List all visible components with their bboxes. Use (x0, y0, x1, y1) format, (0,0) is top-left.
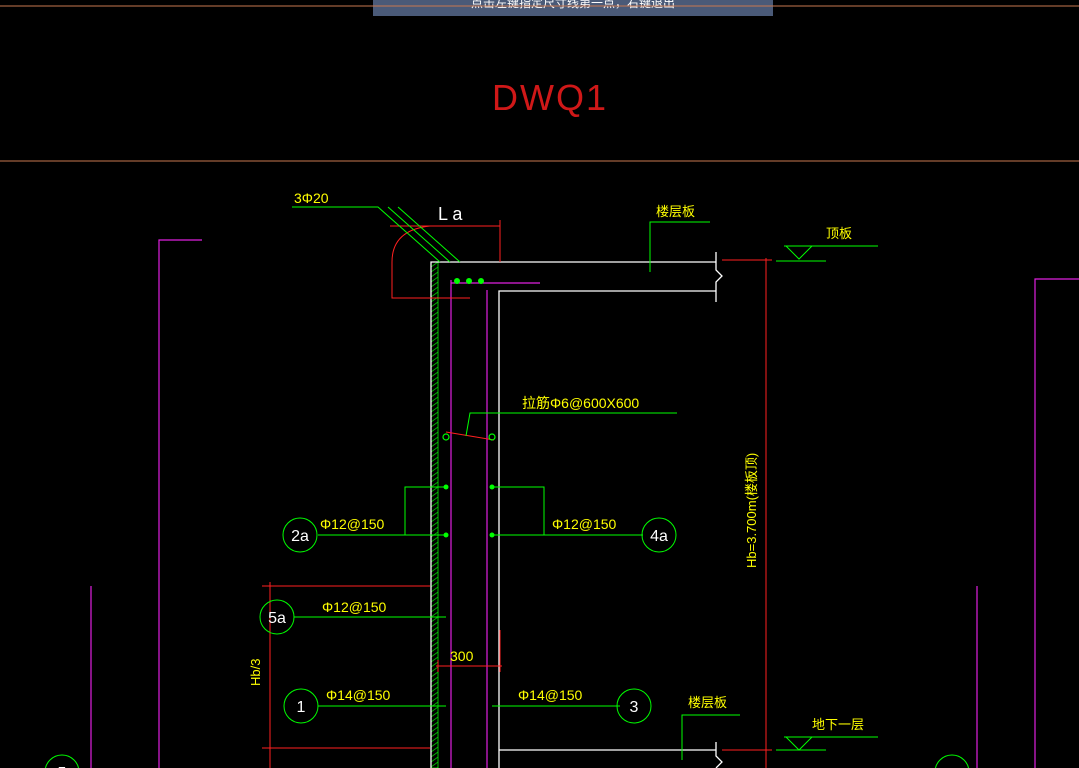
label-bar-5a: Φ12@150 (322, 599, 387, 615)
marker-2a-circle (282, 517, 318, 553)
slab-break-top (715, 252, 723, 302)
marker-5a-text: 5a (268, 610, 286, 627)
label-floor-slab-bottom: 楼层板 (688, 695, 727, 710)
marker-4a-text: 4a (650, 528, 668, 545)
drawing-title: DWQ1 (492, 77, 608, 118)
bar-marker-circles (44, 517, 970, 768)
marker-5a-circle (259, 599, 295, 635)
elevation-basement (784, 736, 814, 751)
wall-dot (443, 484, 449, 490)
wall-dot (489, 484, 495, 490)
marker-5-left-text: 5 (58, 765, 67, 768)
wall-dot (443, 532, 449, 538)
tie-bar-dots (442, 433, 496, 441)
leader-tie-bar (465, 412, 677, 437)
label-tie-bar: 拉筋Φ6@600X600 (522, 395, 639, 411)
leader-floor-slab-bottom (681, 714, 740, 760)
leader-top-bar-b (387, 206, 451, 263)
marker-right-circle (934, 754, 970, 768)
left-column-outline (158, 239, 202, 768)
bar-marker-texts: 2a 4a 5a 1 3 5 (58, 528, 668, 768)
label-anchor-length: L a (438, 204, 463, 224)
marker-4a-circle (641, 517, 677, 553)
label-bar-1: Φ14@150 (326, 687, 391, 703)
leader-top-bar (292, 206, 441, 263)
rebar-lines (430, 252, 723, 768)
label-dim-300: 300 (450, 648, 474, 664)
label-basement: 地下一层 (812, 717, 864, 732)
leader-lines (292, 206, 878, 760)
magenta-outlines (90, 239, 1079, 768)
tie-dot-right (488, 433, 496, 441)
marker-1-circle (283, 688, 319, 724)
dimension-lines (262, 220, 772, 768)
marker-5-left-circle (44, 754, 80, 768)
top-bar-dot-2 (466, 278, 472, 284)
rebar-dots (443, 278, 495, 538)
slab-break-bottom (715, 742, 723, 768)
right-column-outline (1034, 278, 1079, 768)
wall-dot (489, 532, 495, 538)
leader-top-bar-c (397, 206, 461, 263)
tie-bar-line (445, 431, 495, 441)
elevation-top-slab (784, 245, 814, 260)
label-bar-3: Φ14@150 (518, 687, 583, 703)
command-prompt-bar: 点击左键指定尺寸线第一点，右键退出 (373, 0, 773, 16)
inner-wall-bar (498, 290, 716, 768)
outer-wall-bar (430, 261, 716, 768)
annotation-labels: 3Φ20 L a 楼层板 顶板 拉筋Φ6@600X600 Φ12@150 Φ12… (248, 190, 864, 732)
marker-2a-text: 2a (291, 528, 309, 545)
label-height-third: Hb/3 (248, 659, 263, 686)
label-floor-slab-top: 楼层板 (656, 204, 695, 219)
label-top-slab: 顶板 (826, 226, 852, 241)
label-bar-4a: Φ12@150 (552, 516, 617, 532)
marker-3-text: 3 (630, 699, 639, 716)
top-bar-dot-3 (478, 278, 484, 284)
tie-dot-left (442, 433, 450, 441)
label-bar-2a: Φ12@150 (320, 516, 385, 532)
leader-4a-bracket (492, 486, 545, 535)
command-prompt-text: 点击左键指定尺寸线第一点，右键退出 (470, 0, 675, 10)
label-top-bar: 3Φ20 (294, 190, 329, 206)
marker-1-text: 1 (297, 699, 306, 716)
marker-3-circle (616, 688, 652, 724)
wall-hatch (430, 261, 439, 768)
leader-2a-bracket (404, 486, 446, 535)
elevation-marks (784, 245, 814, 751)
leader-floor-slab-top (649, 221, 710, 272)
label-height-total: Hb=3.700m(楼板顶) (744, 453, 759, 568)
top-bar-dot-1 (454, 278, 460, 284)
